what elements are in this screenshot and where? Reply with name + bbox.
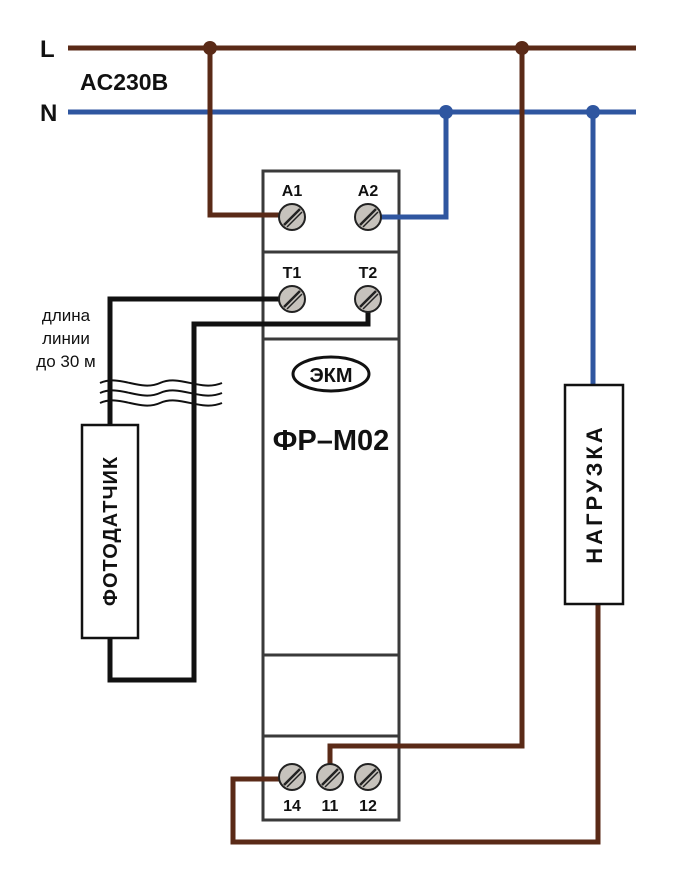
junction-dot <box>515 41 529 55</box>
cable-note-line2: линии <box>42 329 90 348</box>
supply-lines: L AC230B N <box>40 36 636 127</box>
screw-terminal-a1 <box>278 203 306 231</box>
photo-sensor-box <box>80 423 140 640</box>
junctions <box>203 41 600 119</box>
screw-terminal-14 <box>278 763 306 791</box>
terminal-label-a2: A2 <box>358 183 379 200</box>
model-label: ФР–М02 <box>273 425 390 457</box>
wire-load-to-14 <box>230 604 601 845</box>
screw-terminal-12 <box>354 763 382 791</box>
voltage-label: AC230B <box>80 69 168 95</box>
cable-break-mark <box>99 379 223 407</box>
terminal-label-a1: A1 <box>282 183 303 200</box>
cable-note-line3: до 30 м <box>36 352 95 371</box>
screw-terminal-11 <box>316 763 344 791</box>
terminal-label-12: 12 <box>359 798 377 815</box>
wire-a2-to-n <box>368 112 449 220</box>
brand-badge <box>291 355 371 393</box>
load-box <box>563 383 625 606</box>
relay-module: ЭКМ ФР–М02 A1 A2 T1 T2 14 11 12 <box>261 169 401 822</box>
wire-t1-to-sensor <box>107 296 292 425</box>
terminal-label-t2: T2 <box>359 265 378 282</box>
photo-sensor: ФОТОДАТЧИК <box>80 423 140 640</box>
screw-terminal-t2 <box>354 285 382 313</box>
wire-l-to-11 <box>327 48 525 775</box>
cable-length-note: длина линии до 30 м <box>36 306 95 371</box>
screw-terminal-t1 <box>278 285 306 313</box>
cable-note-line1: длина <box>42 306 91 325</box>
load: НАГРУЗКА <box>563 383 625 606</box>
live-line-label: L <box>40 36 55 63</box>
relay-housing <box>261 169 401 822</box>
load-label: НАГРУЗКА <box>582 424 607 563</box>
wire-l-to-a1 <box>207 48 292 218</box>
brand-label: ЭКМ <box>309 365 352 387</box>
photo-sensor-label: ФОТОДАТЧИК <box>100 456 122 606</box>
junction-dot <box>439 105 453 119</box>
screw-terminals <box>278 203 382 791</box>
terminal-label-14: 14 <box>283 798 301 815</box>
terminal-label-t1: T1 <box>283 265 302 282</box>
wire-t2-to-sensor <box>107 299 371 683</box>
screw-terminal-a2 <box>354 203 382 231</box>
junction-dot <box>203 41 217 55</box>
neutral-line-label: N <box>40 100 57 127</box>
junction-dot <box>586 105 600 119</box>
wires <box>107 48 601 845</box>
terminal-label-11: 11 <box>322 798 339 815</box>
